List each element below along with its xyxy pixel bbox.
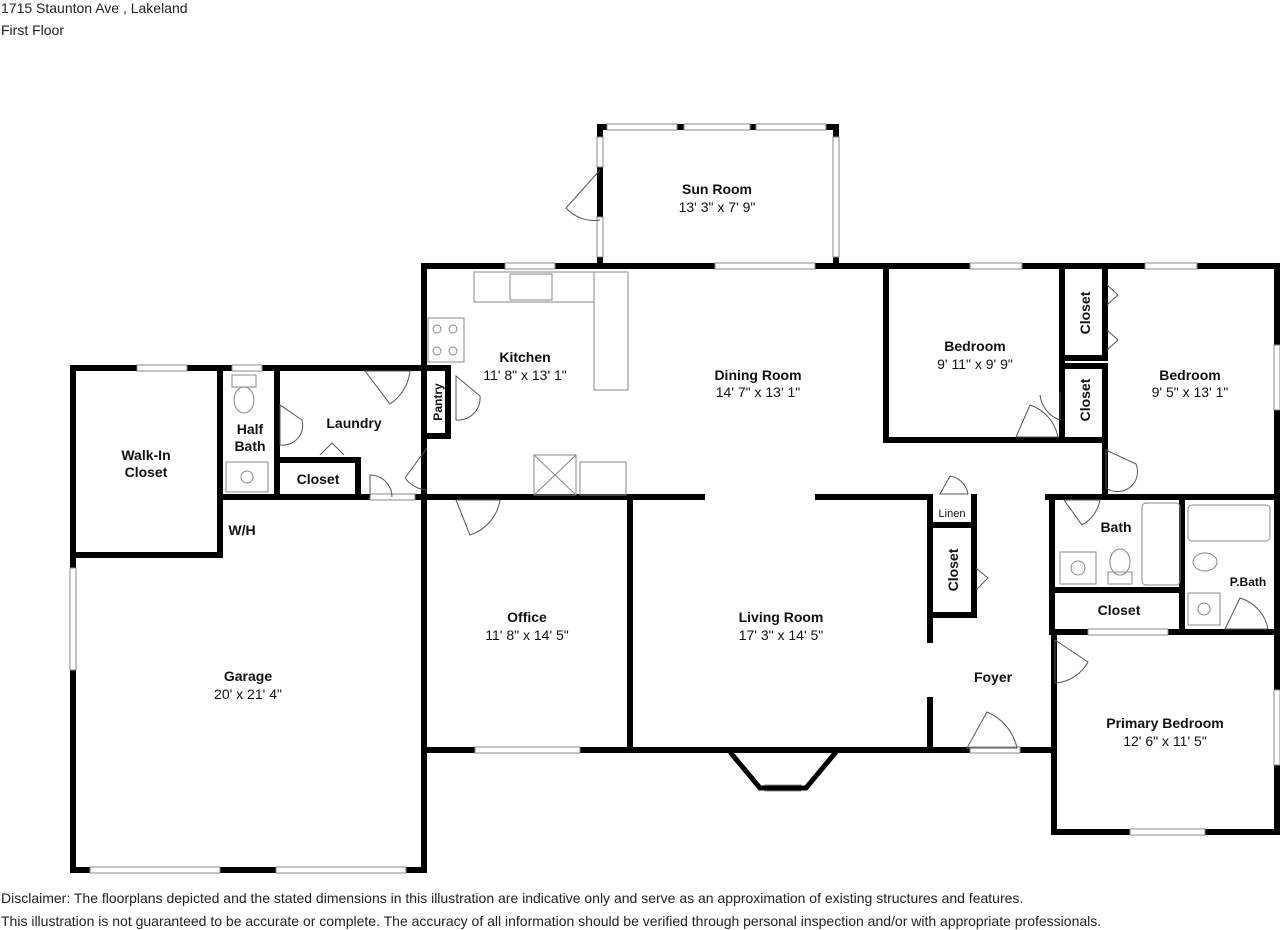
doors [279, 169, 1269, 749]
foyer-name: Foyer [974, 669, 1013, 685]
wh-name: W/H [228, 522, 255, 538]
bay-window [728, 750, 838, 791]
stove-icon [427, 317, 465, 363]
dining-room-name: Dining Room [714, 367, 801, 383]
kitchen-counter-top [473, 271, 595, 303]
linen-name: Linen [939, 508, 966, 520]
walls [70, 124, 1280, 873]
living-room-name: Living Room [739, 609, 824, 625]
p-bath-name: P.Bath [1230, 575, 1266, 589]
p-bath-sink-icon [1187, 592, 1221, 626]
p-bath-tub-icon [1187, 504, 1271, 542]
garage-dim: 20' x 21' 4" [214, 686, 282, 702]
p-bath-toilet-icon [1192, 552, 1218, 572]
bedroom-closet-upper-name: Closet [1077, 291, 1093, 334]
bedroom-closet-lower-name: Closet [1077, 378, 1093, 421]
appliance-box [533, 454, 577, 496]
half-bath-name-1: Half [237, 421, 264, 437]
laundry-closet-name: Closet [297, 471, 340, 487]
hall-closet-name: Closet [945, 548, 961, 591]
bath-name: Bath [1100, 519, 1131, 535]
sun-room-name: Sun Room [682, 181, 752, 197]
bedroom-1-name: Bedroom [944, 338, 1005, 354]
floor-label: First Floor [1, 22, 64, 38]
sun-room-dim: 13' 3" x 7' 9" [679, 199, 756, 215]
sink-icon [225, 461, 269, 493]
disclaimer-line-2: This illustration is not guaranteed to b… [1, 913, 1102, 929]
disclaimer-line-1: Disclaimer: The floorplans depicted and … [1, 890, 1024, 906]
fixtures [225, 271, 1271, 626]
kitchen-name: Kitchen [499, 349, 550, 365]
toilet-icon [233, 386, 255, 414]
office-name: Office [507, 609, 547, 625]
primary-bedroom-name: Primary Bedroom [1106, 715, 1223, 731]
half-bath-name-2: Bath [234, 438, 265, 454]
laundry-name: Laundry [326, 415, 381, 431]
windows [69, 123, 1280, 874]
garage-name: Garage [224, 668, 272, 684]
living-room-dim: 17' 3" x 14' 5" [739, 627, 824, 643]
kitchen-dim: 11' 8" x 13' 1" [483, 367, 567, 383]
dining-room-dim: 14' 7" x 13' 1" [716, 384, 801, 400]
bedroom-2-dim: 9' 5" x 13' 1" [1152, 384, 1229, 400]
labels: Sun Room 13' 3" x 7' 9" Kitchen 11' 8" x… [121, 181, 1266, 749]
fridge-box [579, 461, 627, 496]
bathtub-icon [1141, 502, 1181, 586]
address-title: 1715 Staunton Ave , Lakeland [1, 0, 188, 16]
bedroom-1-dim: 9' 11" x 9' 9" [937, 356, 1013, 372]
bath-toilet-icon [1109, 548, 1131, 576]
bath-closet-name: Closet [1098, 602, 1141, 618]
pantry-name: Pantry [431, 383, 445, 421]
bedroom-2-name: Bedroom [1159, 367, 1220, 383]
walk-in-closet-name-1: Walk-In [121, 447, 170, 463]
bath-sink-icon [1059, 551, 1097, 585]
primary-bedroom-dim: 12' 6" x 11' 5" [1123, 733, 1207, 749]
office-dim: 11' 8" x 14' 5" [485, 627, 569, 643]
walk-in-closet-name-2: Closet [125, 464, 168, 480]
kitchen-sink [509, 273, 553, 301]
